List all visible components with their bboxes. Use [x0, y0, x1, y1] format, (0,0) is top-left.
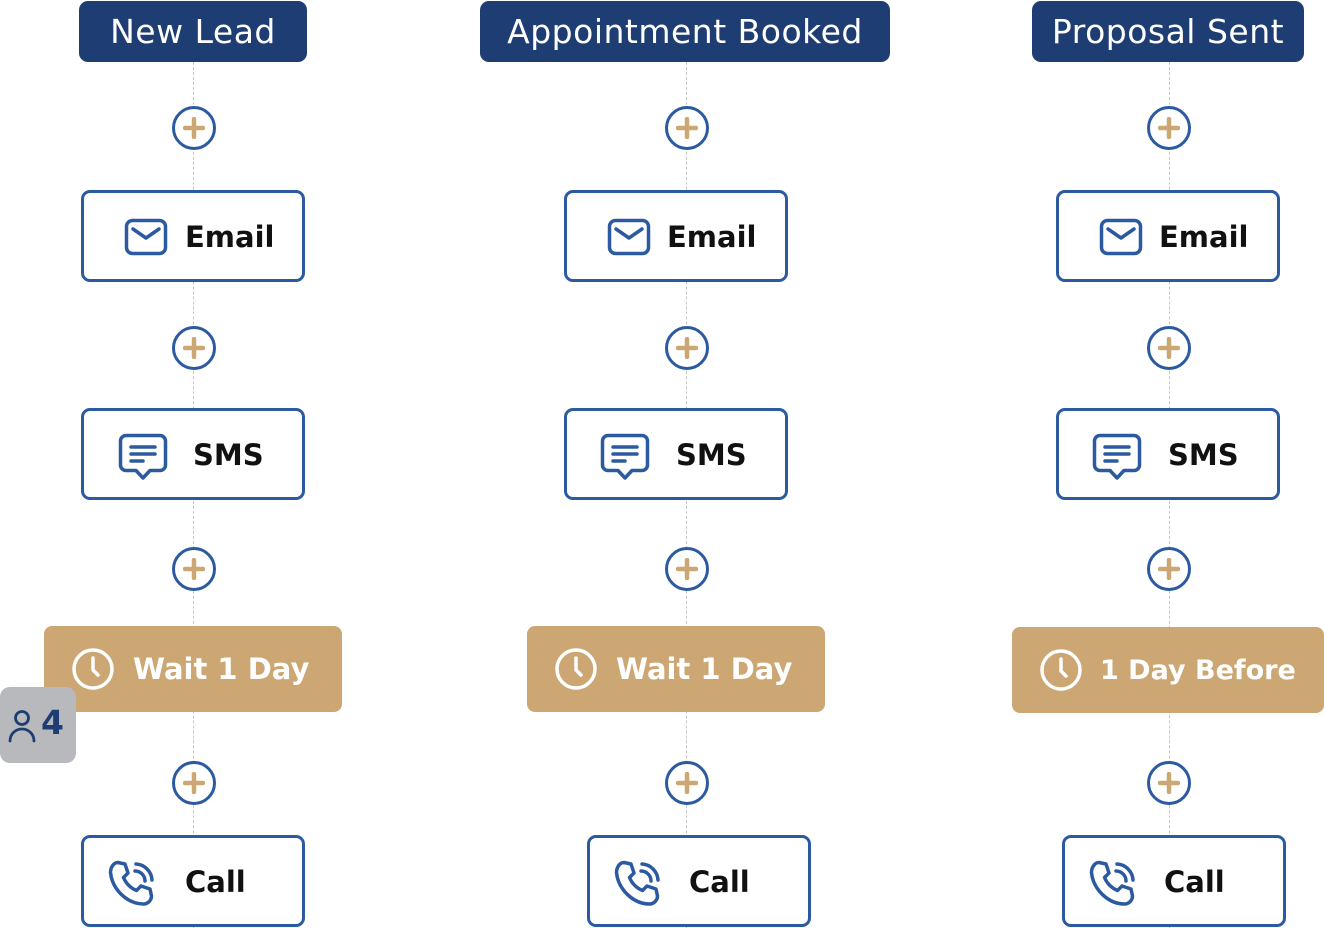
phone-icon [1087, 858, 1139, 910]
envelope-icon [124, 218, 168, 256]
plus-icon [183, 558, 205, 580]
workflow-header-appointment-booked: Appointment Booked [480, 1, 890, 62]
envelope-icon [607, 218, 651, 256]
phone-icon [612, 858, 664, 910]
clock-icon [554, 647, 598, 695]
sms-step[interactable]: SMS [564, 408, 788, 500]
add-step-button[interactable] [1147, 547, 1191, 591]
clock-icon [1039, 648, 1083, 696]
email-step[interactable]: Email [564, 190, 788, 282]
plus-icon [183, 337, 205, 359]
add-step-button[interactable] [172, 547, 216, 591]
wait-step-label: 1 Day Before [1100, 654, 1296, 686]
workflow-header-new-lead: New Lead [79, 1, 307, 62]
sms-step-label: SMS [1168, 438, 1239, 472]
plus-icon [1158, 117, 1180, 139]
plus-icon [1158, 558, 1180, 580]
contact-count: 4 [41, 703, 64, 742]
email-step[interactable]: Email [1056, 190, 1280, 282]
add-step-button[interactable] [1147, 326, 1191, 370]
plus-icon [676, 117, 698, 139]
call-step-label: Call [689, 865, 750, 899]
add-step-button[interactable] [1147, 761, 1191, 805]
plus-icon [183, 117, 205, 139]
plus-icon [676, 337, 698, 359]
call-step[interactable]: Call [81, 835, 305, 927]
wait-step-label: Wait 1 Day [616, 652, 793, 686]
envelope-icon [1099, 218, 1143, 256]
plus-icon [1158, 337, 1180, 359]
add-step-button[interactable] [172, 106, 216, 150]
sms-step-label: SMS [193, 438, 264, 472]
add-step-button[interactable] [665, 326, 709, 370]
email-step-label: Email [667, 220, 757, 254]
call-step-label: Call [1164, 865, 1225, 899]
call-step[interactable]: Call [587, 835, 811, 927]
add-step-button[interactable] [1147, 106, 1191, 150]
wait-step[interactable]: Wait 1 Day [44, 626, 342, 712]
email-step[interactable]: Email [81, 190, 305, 282]
add-step-button[interactable] [665, 106, 709, 150]
chat-message-icon [600, 433, 650, 481]
phone-icon [106, 858, 158, 910]
plus-icon [183, 772, 205, 794]
add-step-button[interactable] [172, 761, 216, 805]
wait-step[interactable]: Wait 1 Day [527, 626, 825, 712]
add-step-button[interactable] [172, 326, 216, 370]
email-step-label: Email [185, 220, 275, 254]
wait-step[interactable]: 1 Day Before [1012, 627, 1324, 713]
wait-step-label: Wait 1 Day [133, 652, 310, 686]
plus-icon [676, 558, 698, 580]
call-step-label: Call [185, 865, 246, 899]
add-step-button[interactable] [665, 547, 709, 591]
sms-step[interactable]: SMS [1056, 408, 1280, 500]
plus-icon [676, 772, 698, 794]
contact-count-badge[interactable]: 4 [0, 687, 76, 763]
sms-step-label: SMS [676, 438, 747, 472]
email-step-label: Email [1159, 220, 1249, 254]
chat-message-icon [1092, 433, 1142, 481]
workflow-header-proposal-sent: Proposal Sent [1032, 1, 1304, 62]
add-step-button[interactable] [665, 761, 709, 805]
clock-icon [71, 647, 115, 695]
chat-message-icon [118, 433, 168, 481]
call-step[interactable]: Call [1062, 835, 1286, 927]
person-icon [8, 709, 36, 747]
plus-icon [1158, 772, 1180, 794]
sms-step[interactable]: SMS [81, 408, 305, 500]
